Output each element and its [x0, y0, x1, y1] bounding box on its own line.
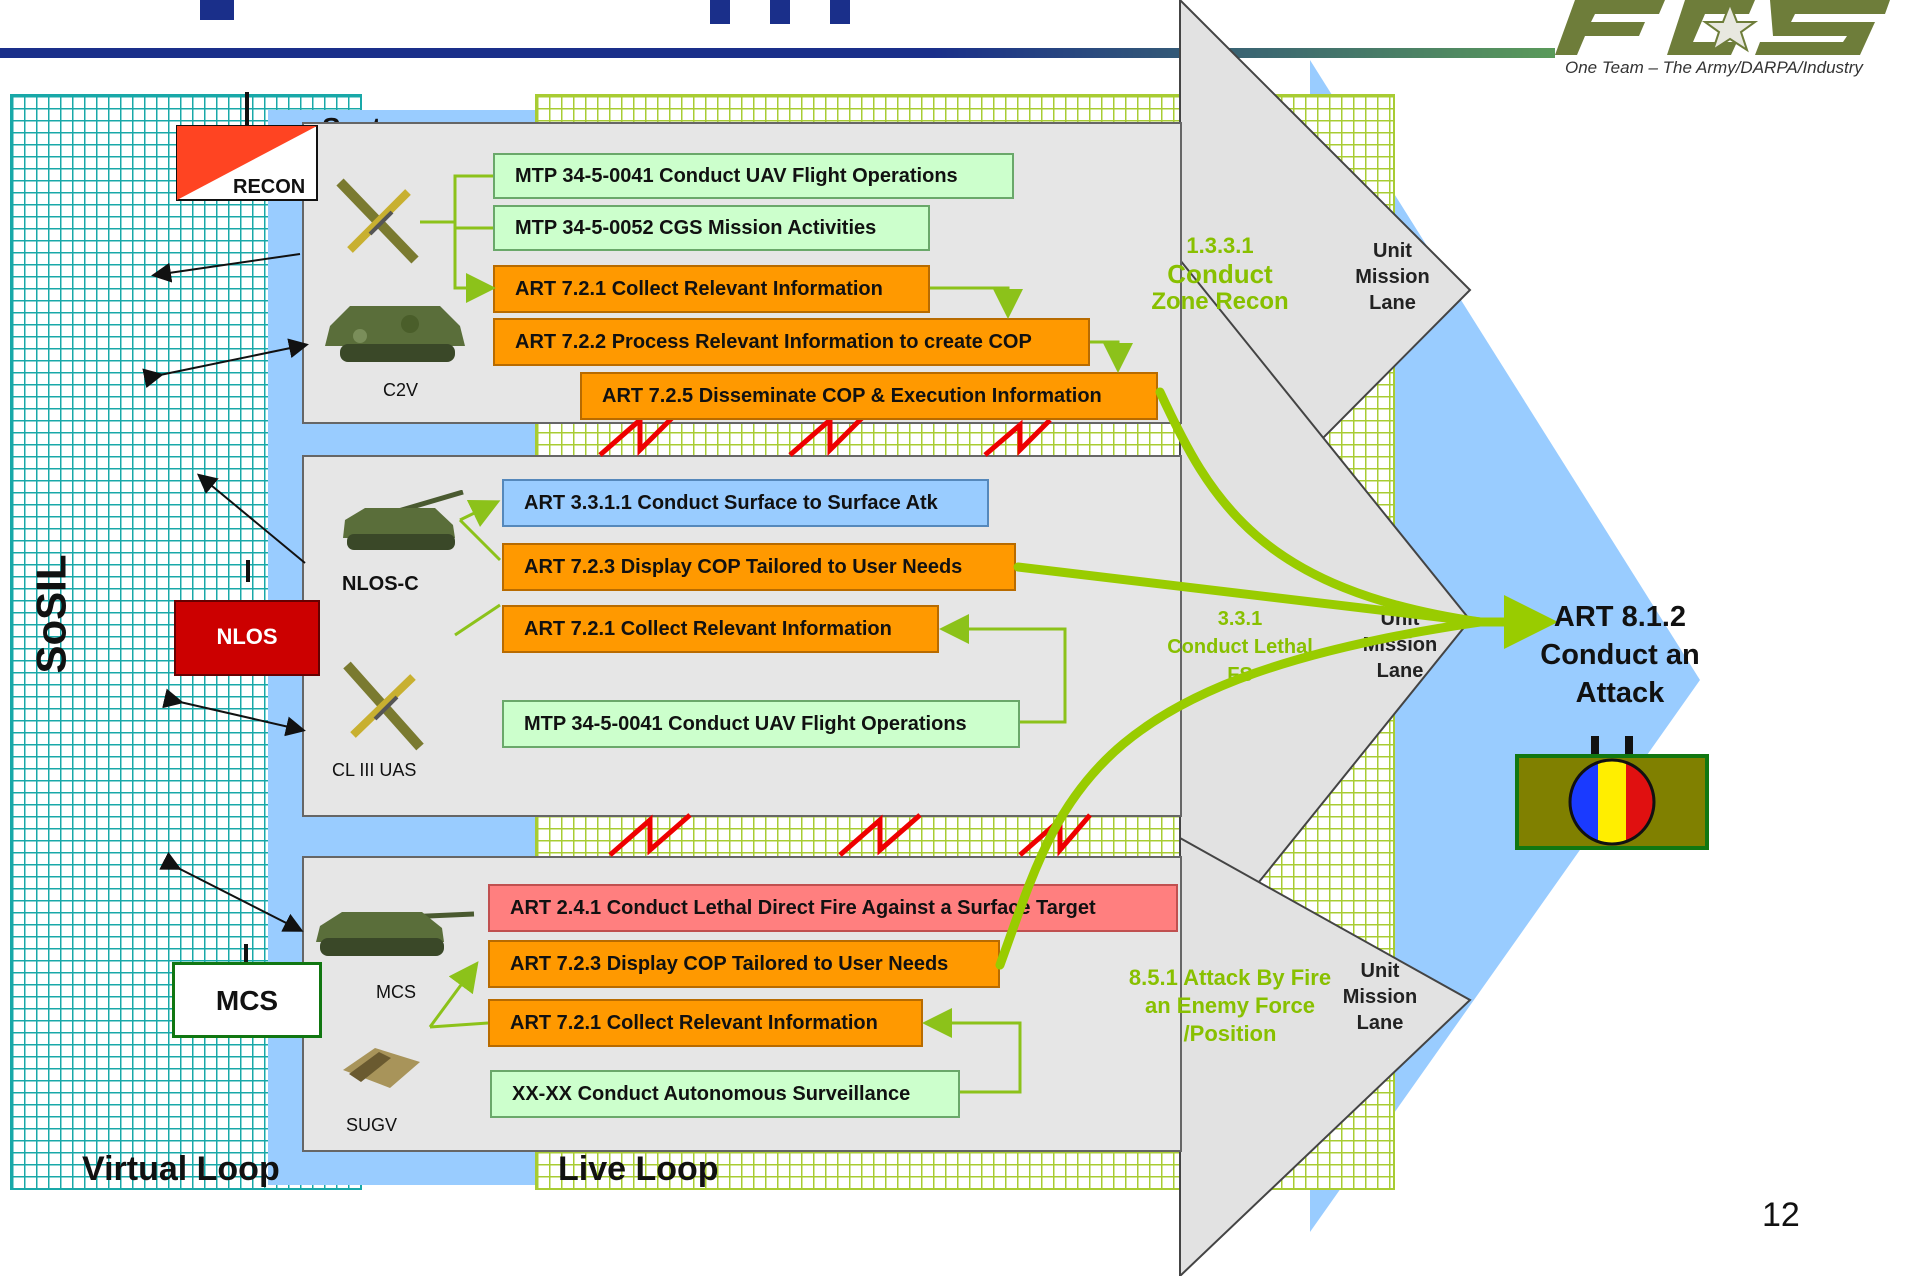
recon-task-1: MTP 34-5-0041 Conduct UAV Flight Operati…	[493, 153, 1014, 199]
c2v-label: C2V	[383, 380, 419, 400]
lane-label-line3: Lane	[1356, 1012, 1404, 1034]
objective-line3: Attack	[1575, 677, 1665, 709]
nlos-unit-label: NLOS	[216, 624, 278, 649]
recon-unit-label: RECON	[233, 176, 306, 198]
cl3-uas-label: CL III UAS	[332, 760, 417, 780]
mcs-lane-task: 8.5.1 Attack By Fire an Enemy Force /Pos…	[1110, 964, 1350, 1048]
nlos-lane-task-line1: 3.3.1	[1217, 608, 1263, 630]
mcs-unit-tick	[244, 944, 248, 968]
objective-text: ART 8.1.2 Conduct an Attack	[1505, 598, 1735, 712]
cl3-uas-icon	[335, 655, 430, 755]
mcs-vehicle-label: MCS	[376, 982, 416, 1002]
nlos-task-2: ART 7.2.3 Display COP Tailored to User N…	[502, 543, 1016, 591]
live-loop-label: Live Loop	[558, 1150, 719, 1188]
mcs-unit-symbol: MCS	[172, 962, 322, 1038]
sugv-icon	[335, 1040, 425, 1095]
recon-lane-task: 1.3.3.1 Conduct Zone Recon	[1140, 232, 1300, 316]
header-bar	[0, 48, 1555, 58]
recon-task-3: ART 7.2.1 Collect Relevant Information	[493, 265, 930, 313]
uav-icon	[330, 172, 425, 267]
objective-line2: Conduct an	[1540, 639, 1700, 671]
nlos-task-3: ART 7.2.1 Collect Relevant Information	[502, 605, 939, 653]
logo-tagline: One Team – The Army/DARPA/Industry	[1565, 58, 1863, 77]
nlos-c-label: NLOS-C	[342, 573, 419, 595]
recon-task-2: MTP 34-5-0052 CGS Mission Activities	[493, 205, 930, 251]
nlos-unit-tick	[246, 560, 250, 582]
lane-label-line1: Unit	[1373, 240, 1412, 262]
nlos-c-icon	[335, 489, 465, 555]
recon-lane-task-line3: Zone Recon	[1151, 288, 1289, 315]
recon-lane-label: Unit Mission Lane	[1345, 238, 1440, 316]
mcs-lane-task-line1: 8.5.1 Attack By Fire	[1128, 965, 1332, 990]
recon-task-5: ART 7.2.5 Disseminate COP & Execution In…	[580, 372, 1158, 420]
nlos-task-1: ART 3.3.1.1 Conduct Surface to Surface A…	[502, 479, 989, 527]
recon-lane-task-line1: 1.3.3.1	[1186, 233, 1254, 258]
lane-label-line3: Lane	[1376, 660, 1424, 682]
sugv-label: SUGV	[346, 1115, 398, 1135]
mcs-task-2: ART 7.2.3 Display COP Tailored to User N…	[488, 940, 1000, 988]
lane-label-line2: Mission	[1355, 266, 1430, 288]
mcs-vehicle-icon	[312, 900, 477, 962]
lane-label-line2: Mission	[1342, 986, 1418, 1008]
mcs-lane-task-line3: /Position	[1183, 1021, 1277, 1046]
recon-lane-task-line2: Conduct	[1167, 259, 1273, 289]
nlos-unit-symbol: NLOS	[174, 600, 320, 676]
objective-unit-symbol	[1515, 736, 1710, 851]
mcs-task-1: ART 2.4.1 Conduct Lethal Direct Fire Aga…	[488, 884, 1178, 932]
mcs-lane-label: Unit Mission Lane	[1335, 958, 1425, 1036]
objective-line1: ART 8.1.2	[1553, 601, 1687, 633]
c2v-icon	[320, 296, 470, 368]
lane-label-line1: Unit	[1360, 960, 1400, 982]
recon-task-4: ART 7.2.2 Process Relevant Information t…	[493, 318, 1090, 366]
mcs-lane-task-line2: an Enemy Force	[1145, 993, 1315, 1018]
nlos-lane-task-line2: Conduct Lethal	[1167, 636, 1313, 658]
header-title-fragment	[150, 0, 910, 48]
recon-unit-symbol: RECON	[175, 92, 320, 202]
nlos-task-4: MTP 34-5-0041 Conduct UAV Flight Operati…	[502, 700, 1020, 748]
lane-label-line3: Lane	[1369, 292, 1416, 314]
virtual-loop-label: Virtual Loop	[82, 1150, 280, 1188]
fcs-logo: One Team – The Army/DARPA/Industry	[1555, 0, 1907, 90]
mcs-task-4: XX-XX Conduct Autonomous Surveillance	[490, 1070, 960, 1118]
mcs-unit-label: MCS	[215, 985, 279, 1016]
page-number: 12	[1762, 1196, 1800, 1234]
